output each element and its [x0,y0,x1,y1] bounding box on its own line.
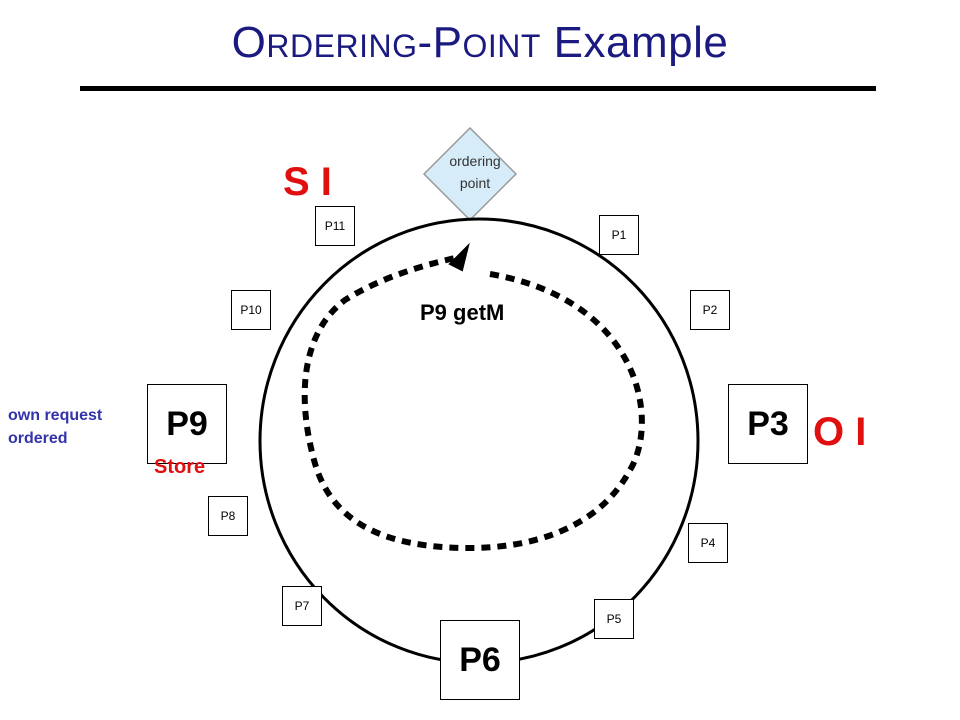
node-p2: P2 [690,290,730,330]
ordering-point-label: ordering point [449,153,501,191]
request-label: P9 getM [420,300,505,325]
title-underline [80,86,876,91]
state-transition-p11: S I [283,160,332,204]
state-transition-p3: O I [813,410,867,454]
node-p10: P10 [231,290,271,330]
node-p4: P4 [688,523,728,563]
node-p7: P7 [282,586,322,626]
page-title: ORDERING-POINT Example [231,18,729,67]
node-p8: P8 [208,496,248,536]
node-p5: P5 [594,599,634,639]
node-p6: P6 [440,620,520,700]
node-p9: P9 [147,384,227,464]
p9-store-label: Store [154,456,206,478]
request-path [301,255,645,552]
node-p11: P11 [315,206,355,246]
node-p3: P3 [728,384,808,464]
request-arrowhead [448,242,470,272]
own-request-note: own request ordered [8,407,103,447]
ring [258,217,700,665]
node-p1: P1 [599,215,639,255]
